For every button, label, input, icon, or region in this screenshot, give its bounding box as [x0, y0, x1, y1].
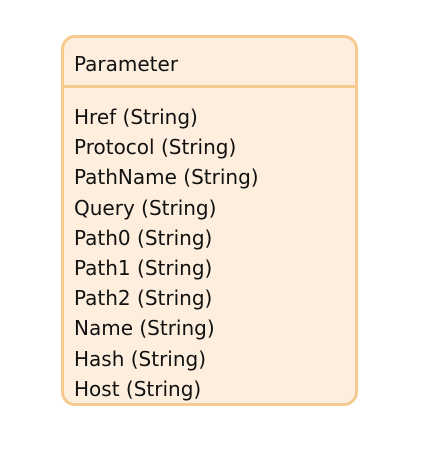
- attribute-hash: Hash (String): [74, 346, 207, 371]
- attribute-query: Query (String): [74, 195, 217, 220]
- attribute-protocol: Protocol (String): [74, 135, 237, 160]
- attribute-path1: Path1 (String): [74, 255, 213, 280]
- attribute-list: Href (String) Protocol (String) PathName…: [74, 102, 259, 404]
- attribute-name: Name (String): [74, 316, 215, 341]
- attribute-path2: Path2 (String): [74, 286, 213, 311]
- entity-box-parameter: Parameter Href (String) Protocol (String…: [61, 35, 358, 406]
- entity-title: Parameter: [74, 52, 179, 76]
- attribute-path0: Path0 (String): [74, 225, 213, 250]
- attribute-pathname: PathName (String): [74, 165, 259, 190]
- attribute-href: Href (String): [74, 105, 198, 129]
- attribute-host: Host (String): [74, 376, 202, 401]
- entity-header: Parameter: [64, 38, 355, 88]
